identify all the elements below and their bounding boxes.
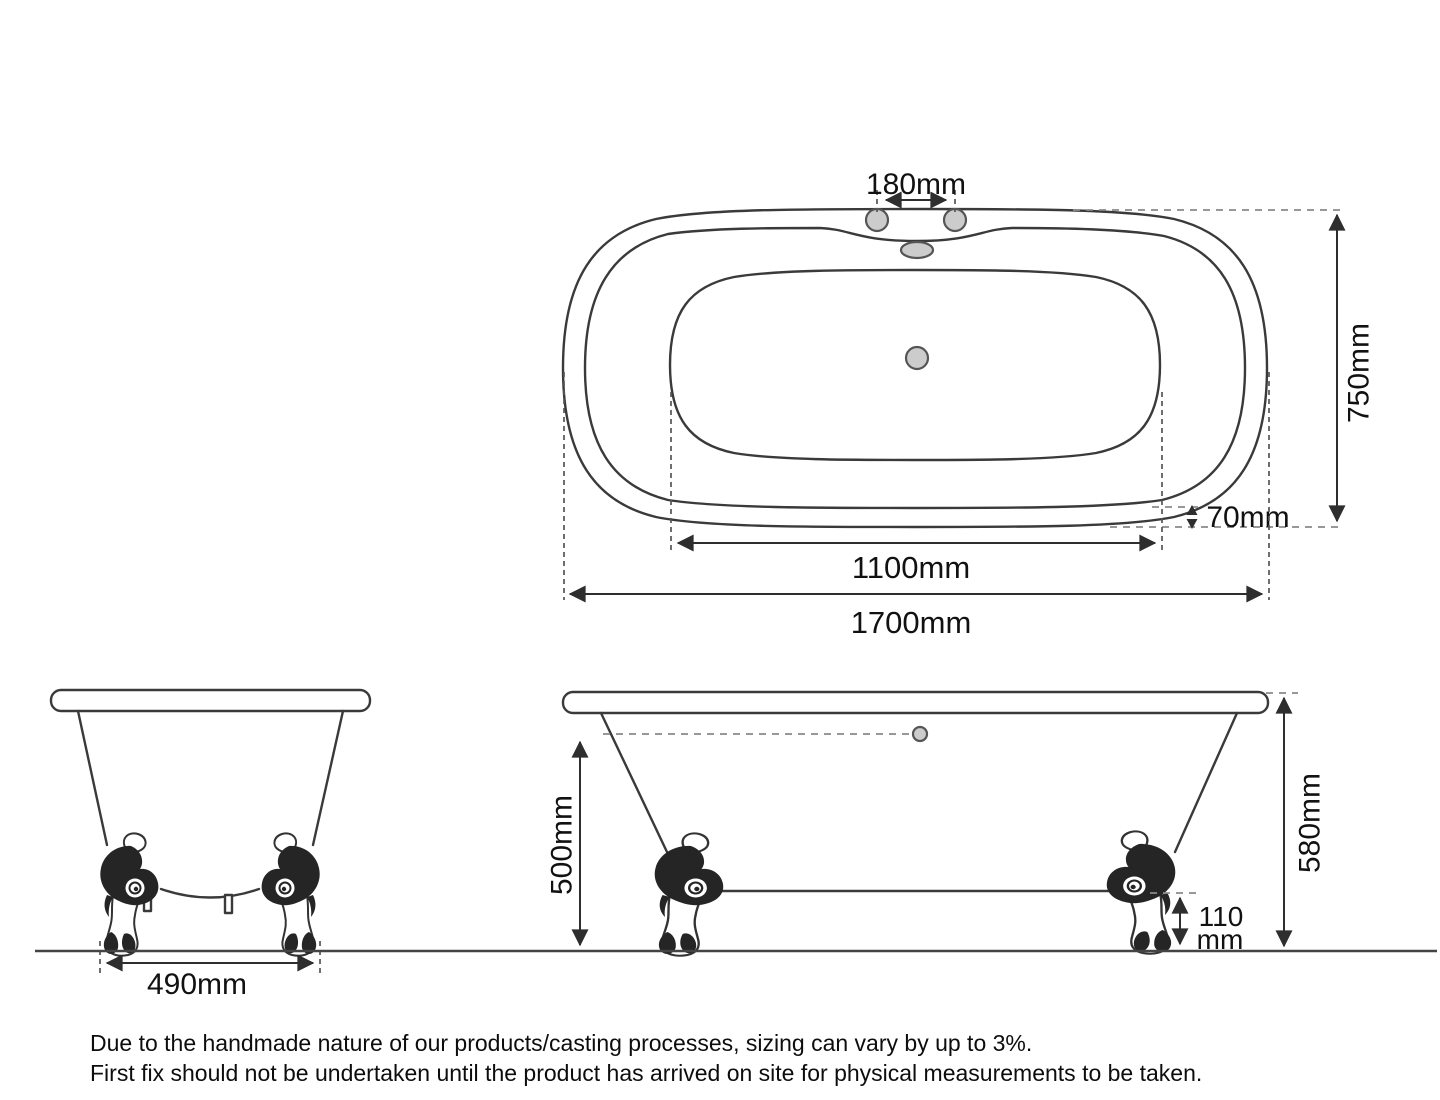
dim-inner-length: 1100mm [670,392,1163,585]
dim-overall-length: 1700mm [563,372,1270,640]
dim-tap-centres: 180mm [866,168,966,212]
tub-outer-rim-outline [561,207,1269,529]
dim-depth-to-overflow-label: 500mm [546,795,579,895]
dim-overall-width-label: 750mm [1343,323,1376,423]
top-view: 180mm 750mm 70mm 1100mm 1700 [561,168,1376,640]
dim-overall-width: 750mm [1073,209,1376,528]
dim-overall-height: 580mm [1266,692,1327,948]
drain-hole [904,345,930,371]
note-line-1: Due to the handmade nature of our produc… [90,1030,1032,1056]
dim-feet-spread: 490mm [99,941,321,1001]
end-body-bottom [159,887,261,899]
tap-hole-right [942,207,968,233]
end-view: 490mm [49,688,372,1001]
side-view: 500mm 580mm 110 mm [546,690,1327,957]
end-stub-right [223,893,234,915]
dim-overall-length-label: 1700mm [851,605,972,640]
end-body-left-edge [76,709,109,847]
notes: Due to the handmade nature of our produc… [90,1030,1202,1086]
dim-under-bath-clearance-label-1: 110 [1199,901,1244,932]
claw-foot-side-left [653,832,725,957]
dim-overall-height-label: 580mm [1294,773,1327,873]
tap-hole-left [864,207,890,233]
tub-basin-outline [668,268,1162,462]
dim-rim-overhang-label: 70mm [1206,501,1289,534]
note-line-2: First fix should not be undertaken until… [90,1060,1202,1086]
overflow-hole-side [911,725,929,743]
dim-tap-centres-label: 180mm [866,168,966,201]
tub-inner-rim-outline [583,226,1247,510]
end-rim [49,688,372,713]
dim-feet-spread-label: 490mm [147,968,247,1001]
end-body-right-edge [311,709,345,847]
side-body-right-edge [1173,711,1239,854]
dim-inner-length-label: 1100mm [852,550,970,585]
claw-foot-end-right [260,832,321,957]
claw-foot-end-left [99,832,160,957]
dim-depth-to-overflow: 500mm [546,740,589,947]
side-body-left-edge [599,711,669,854]
side-rim [561,690,1270,715]
dim-rim-overhang: 70mm [1152,501,1290,534]
overflow-hole-top [899,240,935,260]
